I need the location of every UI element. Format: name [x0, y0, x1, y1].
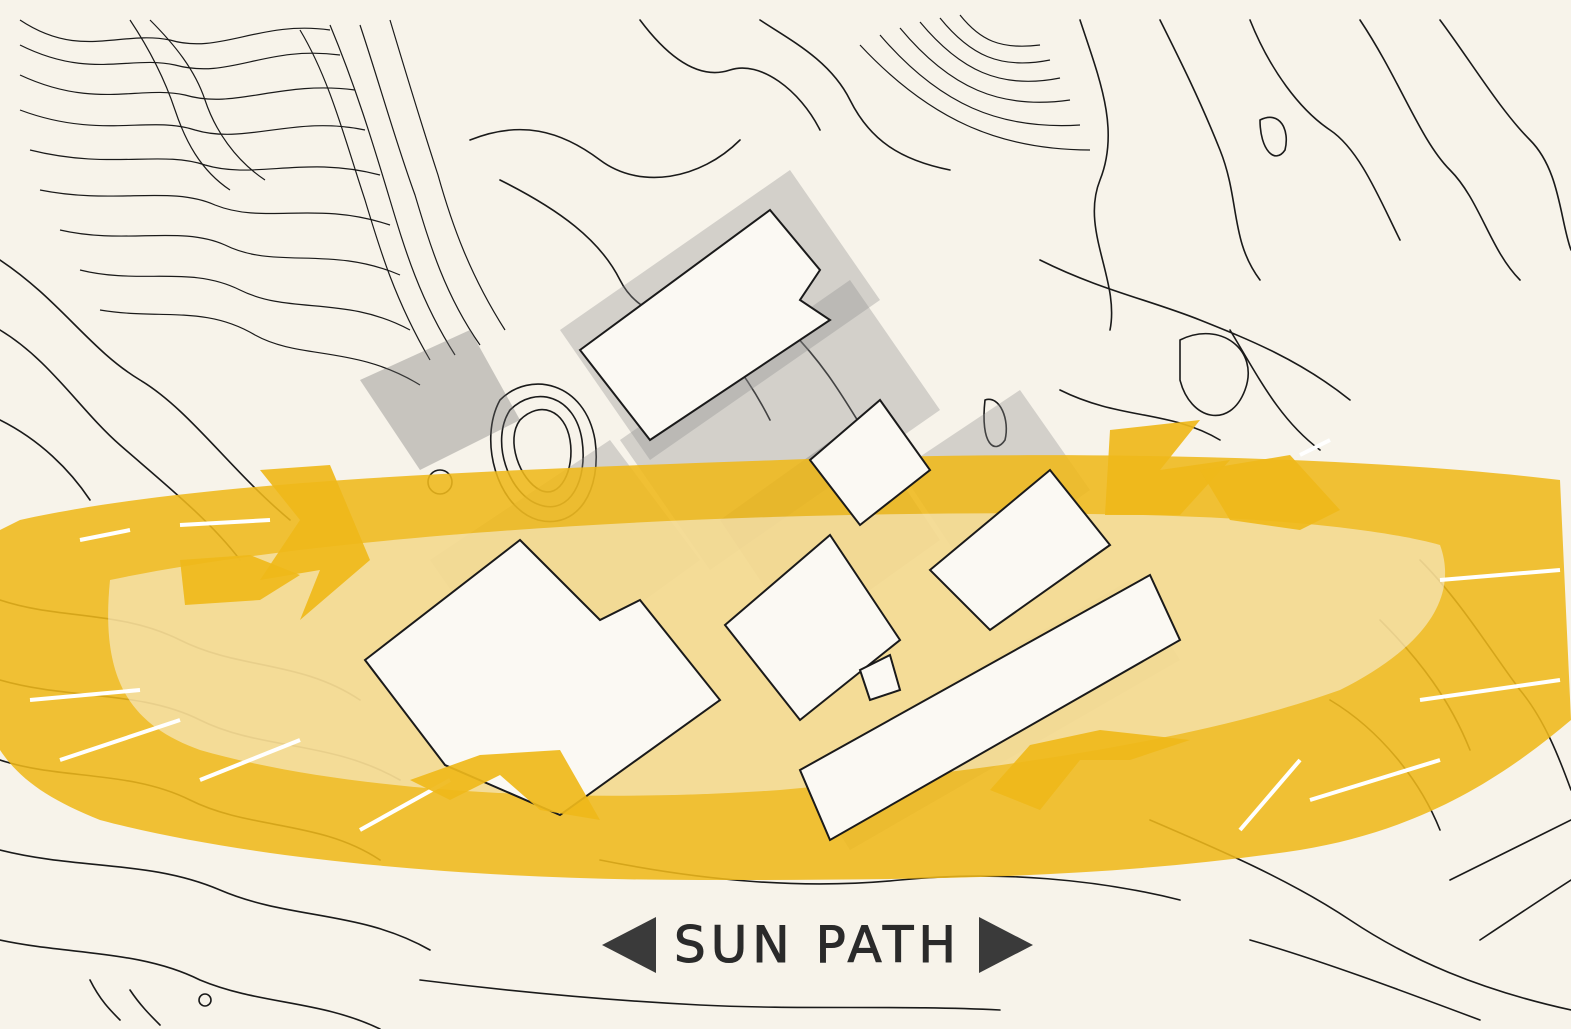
- left-arrow-icon: [602, 917, 656, 973]
- sun-path-label: SUN PATH: [520, 912, 1115, 978]
- right-arrow-icon: [979, 917, 1033, 973]
- sun-path-text: SUN PATH: [674, 920, 961, 970]
- hill-contours-top-center: [860, 15, 1090, 150]
- hill-contours-upper-left: [20, 20, 505, 385]
